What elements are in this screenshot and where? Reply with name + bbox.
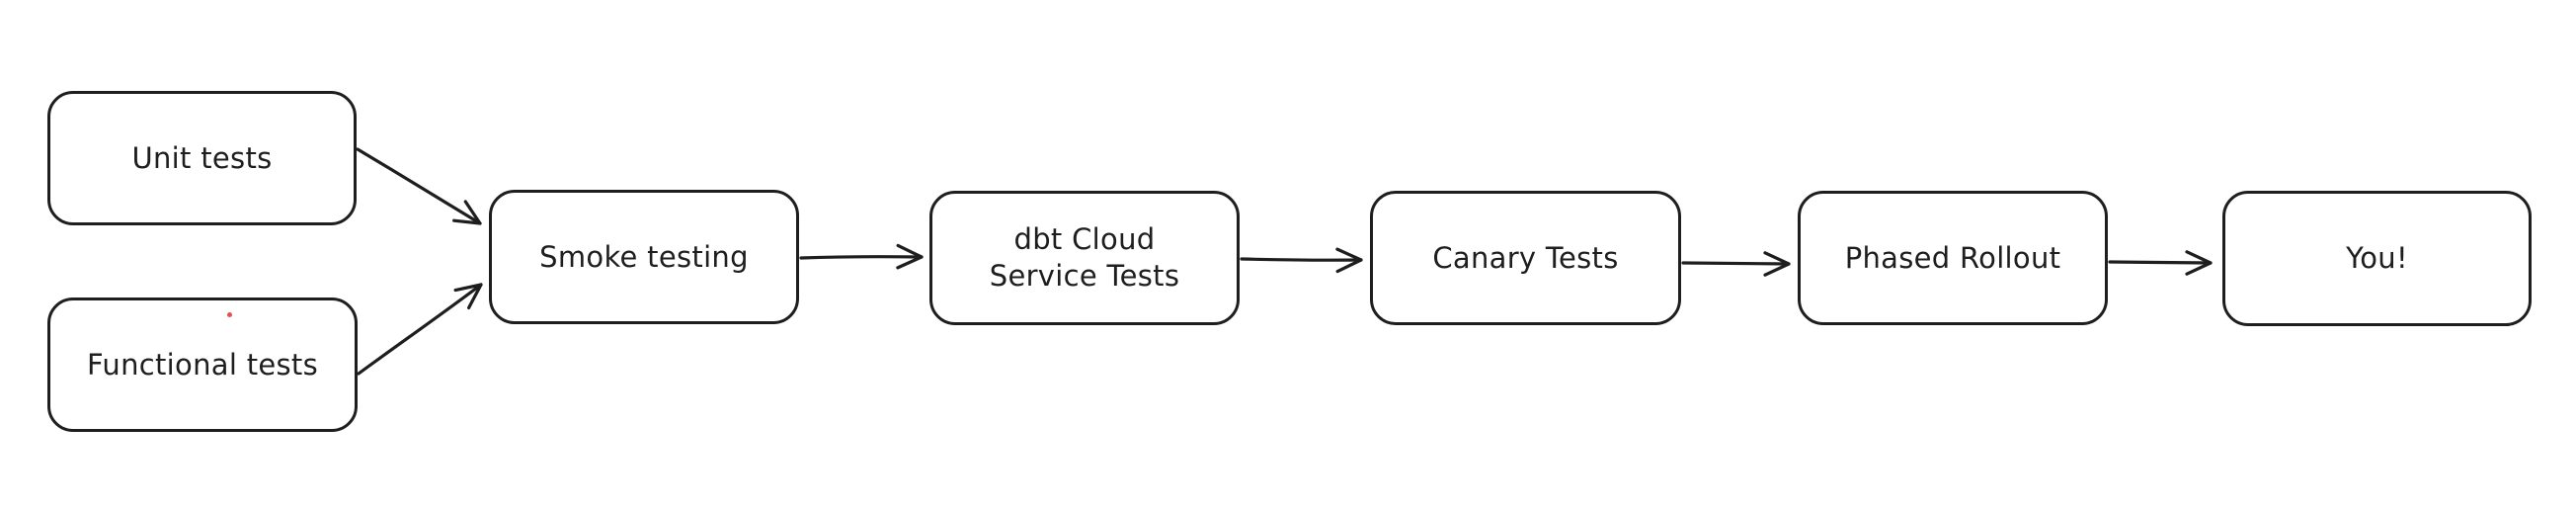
node-label-line-2: Service Tests — [989, 259, 1180, 293]
node-phased-rollout: Phased Rollout — [1798, 191, 2108, 325]
node-functional-tests: Functional tests — [47, 298, 358, 432]
node-you: You! — [2222, 191, 2532, 326]
edge-smoke-testing-to-dbt-cloud-service-tests — [799, 243, 924, 270]
node-dbt-cloud-service-tests: dbt Cloud Service Tests — [929, 191, 1240, 325]
node-label: Unit tests — [131, 140, 273, 175]
node-label: Canary Tests — [1432, 240, 1619, 275]
red-dot-artifact — [227, 312, 232, 317]
node-label: You! — [2346, 241, 2408, 276]
node-label: Functional tests — [87, 347, 318, 382]
edge-canary-tests-to-phased-rollout — [1681, 251, 1791, 277]
edge-phased-rollout-to-you — [2108, 250, 2213, 276]
node-smoke-testing: Smoke testing — [489, 190, 799, 324]
node-unit-tests: Unit tests — [47, 91, 357, 225]
node-label-line-1: dbt Cloud — [1013, 222, 1156, 257]
edge-dbt-cloud-service-tests-to-canary-tests — [1240, 247, 1363, 274]
edge-functional-tests-to-smoke-testing — [357, 283, 483, 376]
edge-unit-tests-to-smoke-testing — [356, 147, 482, 225]
node-label: Phased Rollout — [1844, 240, 2061, 275]
node-label: Smoke testing — [539, 239, 749, 274]
node-canary-tests: Canary Tests — [1370, 191, 1681, 325]
